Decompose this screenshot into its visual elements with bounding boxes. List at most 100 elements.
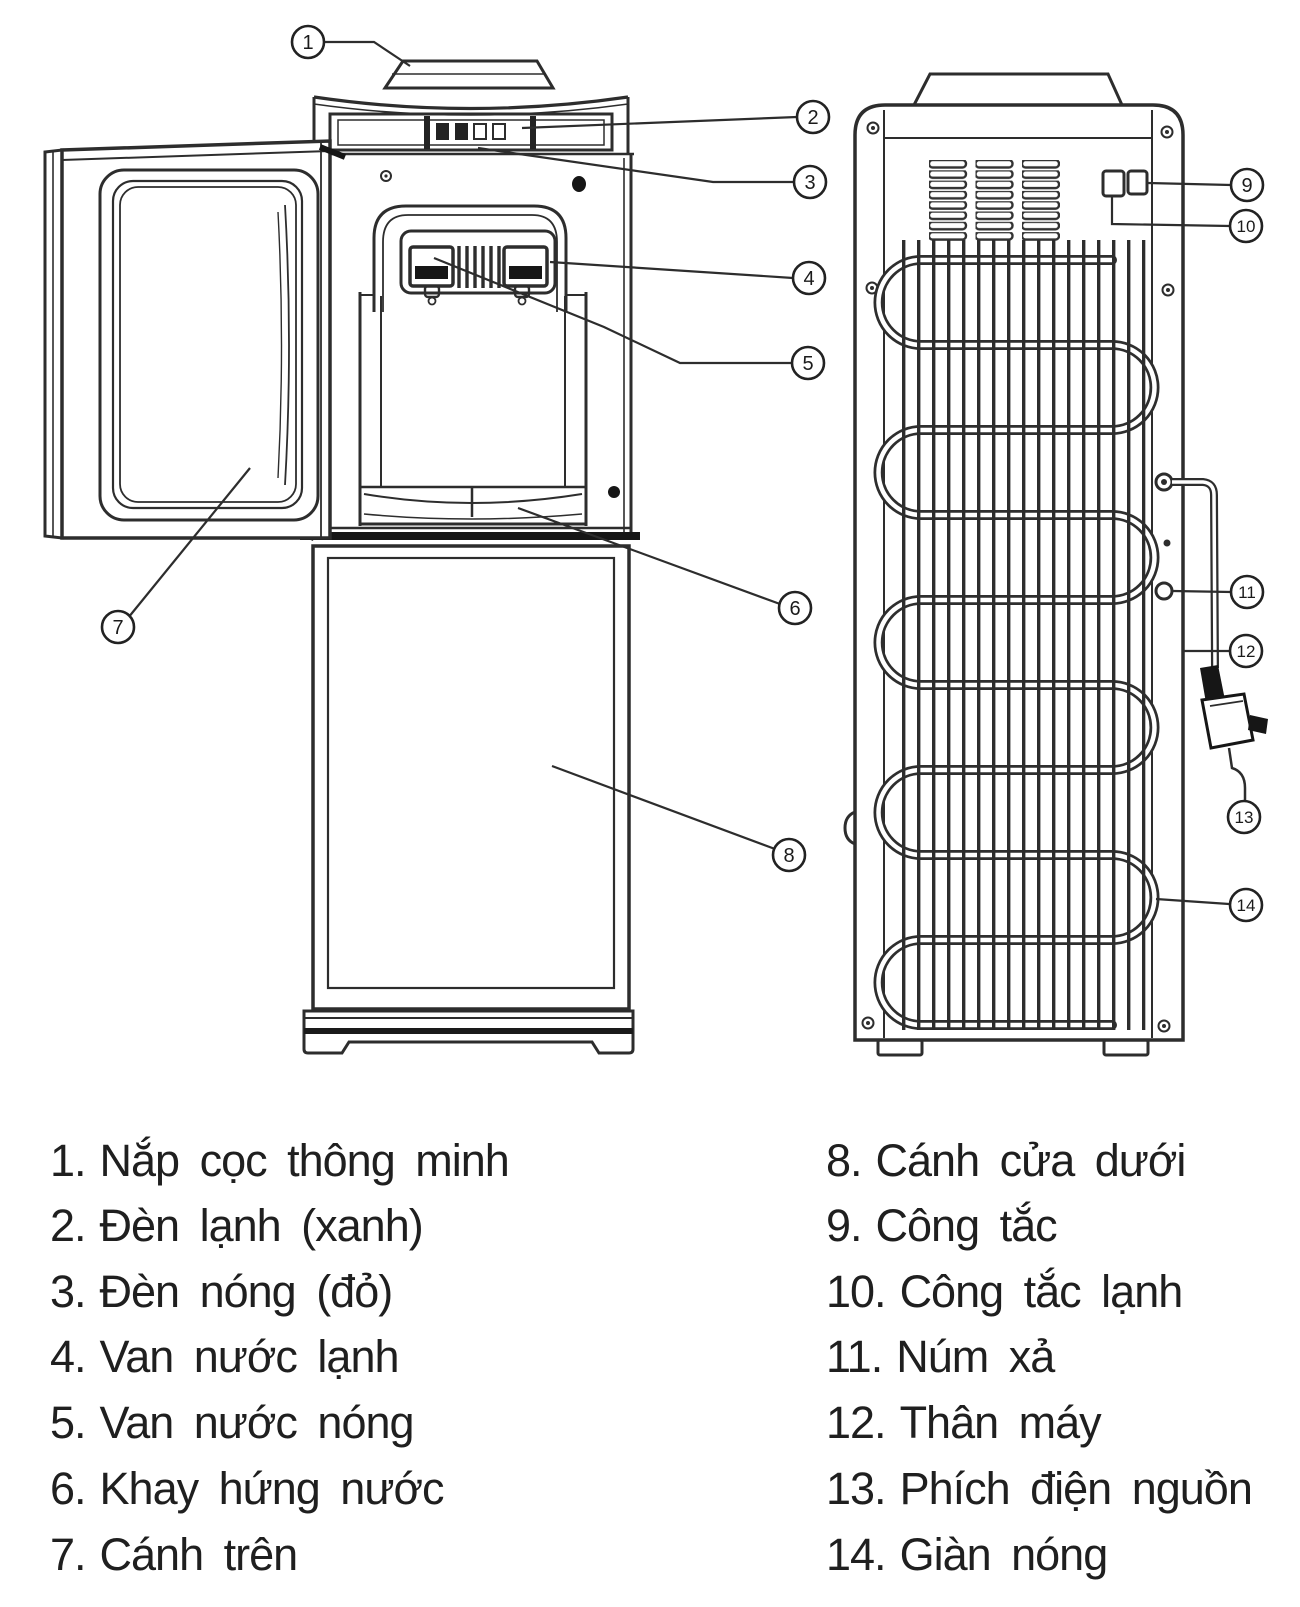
legend-label: Công tắc xyxy=(875,1200,1058,1251)
legend-number: 13. xyxy=(826,1463,887,1514)
legend-number: 1. xyxy=(50,1135,87,1186)
legend-label: Núm xả xyxy=(896,1331,1055,1382)
legend-label: Phích điện nguồn xyxy=(899,1463,1253,1514)
bottle-cap xyxy=(382,59,556,90)
callout-1: 1 xyxy=(290,24,326,60)
legend-label: Công tắc lạnh xyxy=(899,1266,1184,1317)
callout-2: 2 xyxy=(795,99,831,135)
legend-label: Cánh cửa dưới xyxy=(875,1135,1187,1186)
callout-2-number: 2 xyxy=(807,107,818,129)
power-plug xyxy=(1200,692,1255,750)
callout-14-number: 14 xyxy=(1237,896,1256,915)
screws xyxy=(861,121,1175,1033)
callouts: 1 2 3 4 5 6 7 8 9 10 11 12 13 14 xyxy=(100,24,1265,923)
callout-12-number: 12 xyxy=(1237,642,1256,661)
legend-item-13: 13.Phích điện nguồn xyxy=(826,1460,1253,1518)
hot-lamp-icon xyxy=(455,123,468,140)
drip-tray xyxy=(360,485,586,526)
coil-wires xyxy=(900,240,1146,1030)
callout-7-number: 7 xyxy=(112,617,123,639)
legend-number: 2. xyxy=(50,1200,87,1251)
back-view xyxy=(843,72,1268,1057)
legend-label: Van nước nóng xyxy=(99,1397,415,1448)
callout-8: 8 xyxy=(771,837,807,873)
legend-number: 10. xyxy=(826,1266,887,1317)
condenser-coil xyxy=(873,240,1160,1030)
legend-number: 12. xyxy=(826,1397,887,1448)
legend-label: Cánh trên xyxy=(99,1529,299,1580)
legend-item-8: 8.Cánh cửa dưới xyxy=(826,1132,1187,1190)
callout-7: 7 xyxy=(100,609,136,645)
callout-5: 5 xyxy=(790,345,826,381)
legend-number: 8. xyxy=(826,1135,863,1186)
indicator-lights xyxy=(424,116,536,149)
legend-item-3: 3.Đèn nóng (đỏ) xyxy=(50,1263,394,1321)
callout-5-number: 5 xyxy=(802,353,813,375)
legend-number: 6. xyxy=(50,1463,87,1514)
callout-9: 9 xyxy=(1229,167,1265,203)
legend-label: Nắp cọc thông minh xyxy=(99,1135,510,1186)
callout-11: 11 xyxy=(1229,574,1265,610)
legend-number: 5. xyxy=(50,1397,87,1448)
legend-label: Giàn nóng xyxy=(899,1529,1109,1580)
legend-number: 7. xyxy=(50,1529,87,1580)
base xyxy=(302,1009,635,1055)
callout-4: 4 xyxy=(791,260,827,296)
legend-number: 9. xyxy=(826,1200,863,1251)
legend-label: Đèn lạnh (xanh) xyxy=(99,1200,424,1251)
power-cord xyxy=(1172,478,1268,800)
legend-item-12: 12.Thân máy xyxy=(826,1394,1102,1452)
callout-11-number: 11 xyxy=(1238,583,1256,602)
callout-1-number: 1 xyxy=(302,32,313,54)
callout-13: 13 xyxy=(1226,799,1262,835)
legend-item-9: 9.Công tắc xyxy=(826,1197,1058,1255)
legend-item-10: 10.Công tắc lạnh xyxy=(826,1263,1184,1321)
back-top-cap xyxy=(912,72,1124,106)
callout-12: 12 xyxy=(1228,633,1264,669)
back-feet xyxy=(876,1038,1150,1057)
callout-4-number: 4 xyxy=(803,268,814,290)
callout-10: 10 xyxy=(1228,208,1264,244)
legend-label: Thân máy xyxy=(899,1397,1102,1448)
legend-label: Khay hứng nước xyxy=(99,1463,445,1514)
drain-knob xyxy=(1154,581,1174,601)
side-bump xyxy=(843,810,856,846)
legend-item-7: 7.Cánh trên xyxy=(50,1526,299,1584)
legend-label: Đèn nóng (đỏ) xyxy=(99,1266,394,1317)
lower-door xyxy=(311,544,631,1011)
legend-item-11: 11. Núm xả xyxy=(826,1328,1055,1386)
leader-lines xyxy=(127,40,1232,906)
upper-door-open xyxy=(43,139,347,540)
callout-3: 3 xyxy=(792,164,828,200)
callout-3-number: 3 xyxy=(804,172,815,194)
legend-item-5: 5.Van nước nóng xyxy=(50,1394,415,1452)
power-switches xyxy=(1101,169,1149,198)
vent-louvers xyxy=(929,160,1060,242)
cold-switch xyxy=(1126,169,1149,196)
upper-body xyxy=(312,154,633,537)
cold-lamp-icon xyxy=(436,123,449,140)
cold-tap xyxy=(408,245,455,306)
legend-item-1: 1.Nắp cọc thông minh xyxy=(50,1132,510,1190)
legend-label: Van nước lạnh xyxy=(99,1331,400,1382)
hot-tap xyxy=(502,245,549,306)
legend-item-4: 4.Van nước lạnh xyxy=(50,1328,400,1386)
callout-13-number: 13 xyxy=(1235,808,1254,827)
dispenser-diagram: 1 2 3 4 5 6 7 8 9 10 11 12 13 14 xyxy=(43,24,1268,1057)
callout-10-number: 10 xyxy=(1237,217,1256,236)
legend-number: 3. xyxy=(50,1266,87,1317)
callout-8-number: 8 xyxy=(783,845,794,867)
legend-item-6: 6.Khay hứng nước xyxy=(50,1460,445,1518)
legend-number: 4. xyxy=(50,1331,87,1382)
callout-9-number: 9 xyxy=(1241,175,1252,197)
legend-number: 11. xyxy=(826,1331,883,1382)
callout-6: 6 xyxy=(777,590,813,626)
callout-6-number: 6 xyxy=(789,598,800,620)
legend-item-2: 2.Đèn lạnh (xanh) xyxy=(50,1197,424,1255)
callout-14: 14 xyxy=(1228,887,1264,923)
front-view xyxy=(43,59,640,1055)
legend-number: 14. xyxy=(826,1529,887,1580)
main-switch xyxy=(1101,169,1126,198)
top-panel xyxy=(312,95,634,158)
